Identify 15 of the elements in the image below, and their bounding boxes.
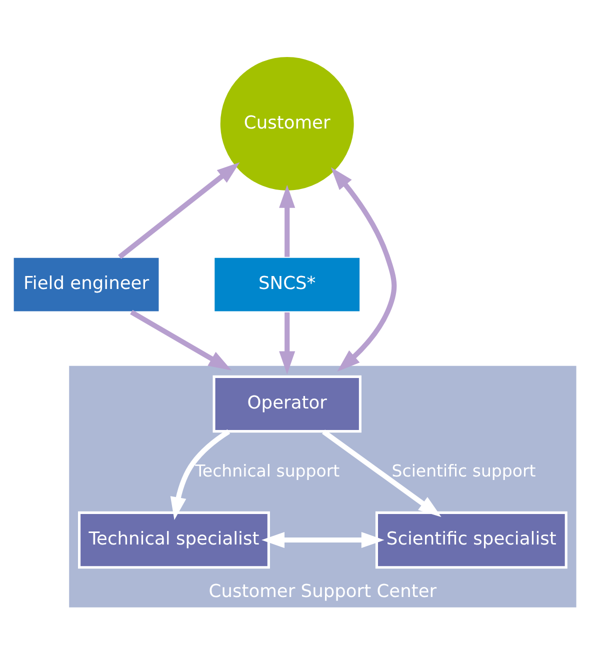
arrow [322, 430, 442, 517]
node-box: Technical specialist [78, 511, 270, 569]
arrow [279, 184, 296, 257]
arrow [170, 429, 230, 520]
node-box: Field engineer [12, 256, 160, 312]
node-box: Scientific specialist [375, 511, 568, 569]
edge-label: Scientific support [392, 461, 536, 480]
arrow [330, 167, 397, 372]
node-box: SNCS* [213, 256, 361, 312]
arrow [130, 310, 232, 370]
edge-label: Technical support [195, 461, 340, 480]
arrow [118, 162, 240, 259]
arrow [279, 312, 296, 374]
arrow [262, 532, 384, 548]
node-box: Operator [212, 375, 362, 433]
